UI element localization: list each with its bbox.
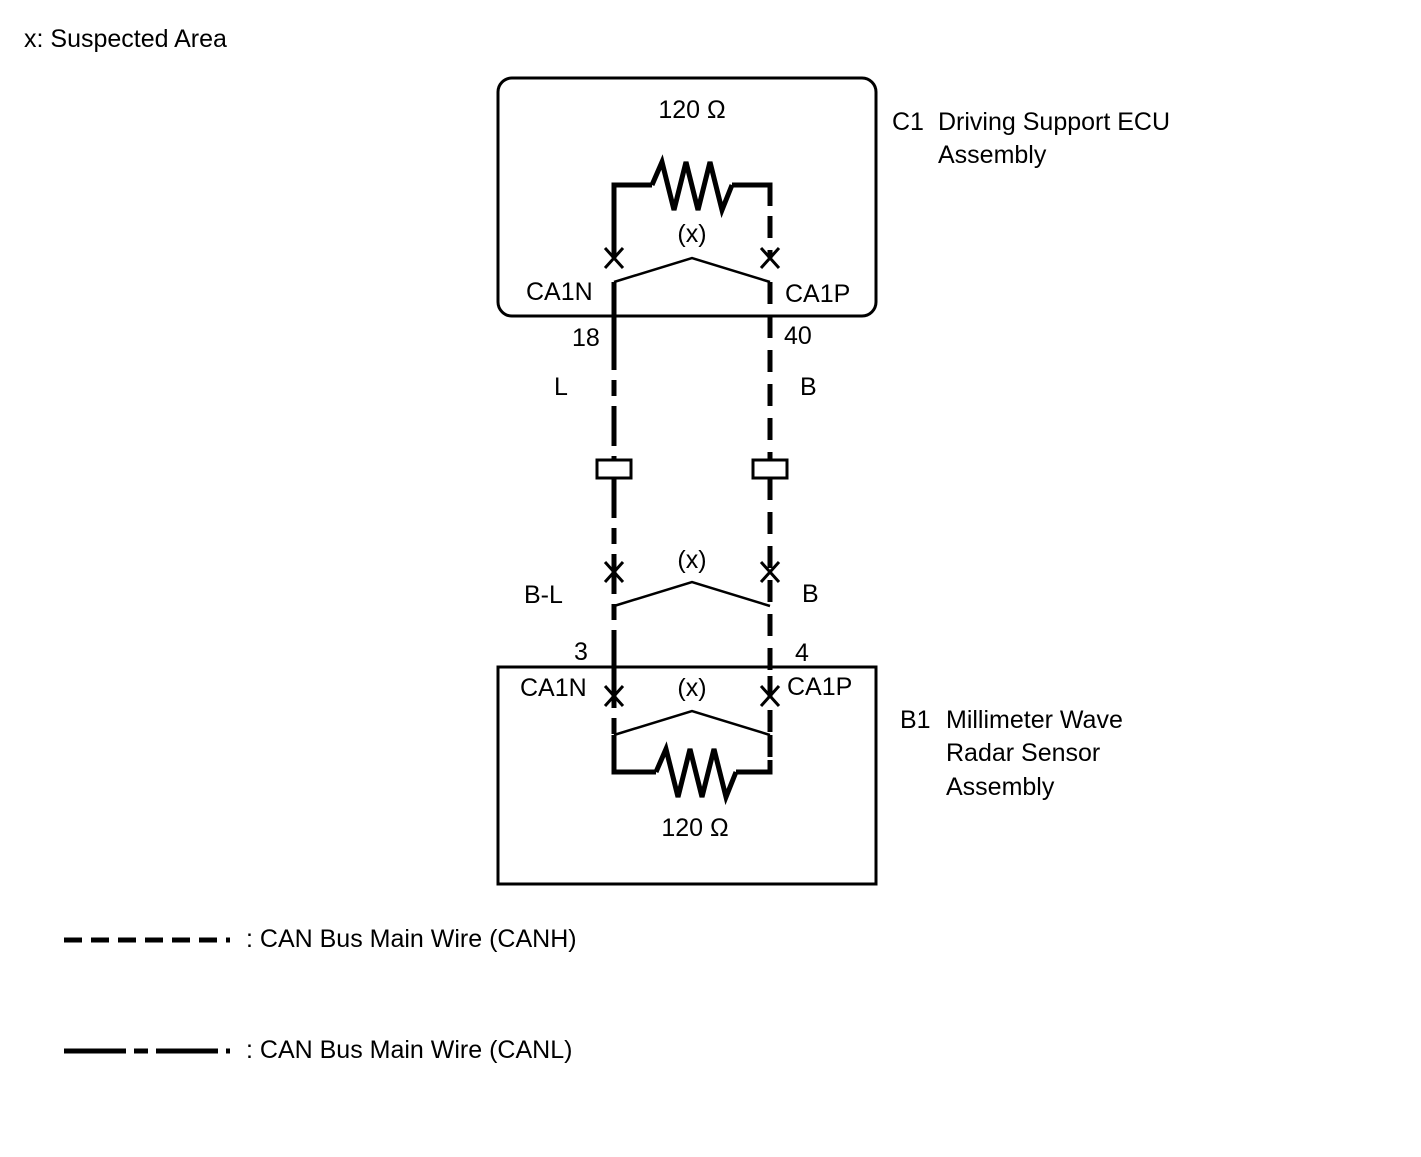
sensor-resistor-right-lead bbox=[736, 760, 773, 775]
wire-color-upper-left: L bbox=[554, 373, 568, 401]
mid-break-x-right-icon bbox=[759, 560, 781, 584]
suspected-area-legend: x: Suspected Area bbox=[24, 25, 227, 53]
ecu-resistor-label: 120 Ω bbox=[658, 96, 725, 124]
sensor-suspect-break-line bbox=[613, 709, 771, 737]
ecu-resistor-right-lead bbox=[732, 182, 773, 206]
radar-sensor-assembly: CA1N CA1P (x) 120 Ω B1 Millimeter Wave R… bbox=[496, 665, 1123, 886]
sensor-pin-right-label: CA1P bbox=[787, 673, 852, 701]
legend-canh-label: : CAN Bus Main Wire (CANH) bbox=[246, 925, 577, 953]
wire-color-lower-left: B-L bbox=[524, 581, 563, 609]
legend-canl-label: : CAN Bus Main Wire (CANL) bbox=[246, 1036, 572, 1064]
canh-inline-connector bbox=[751, 458, 789, 480]
sensor-name-line1: Millimeter Wave bbox=[946, 706, 1123, 734]
ecu-pin-left-number: 18 bbox=[572, 324, 600, 352]
sensor-box bbox=[496, 665, 878, 886]
ecu-code: C1 bbox=[892, 108, 924, 136]
ecu-break-x-right-icon bbox=[759, 246, 781, 270]
sensor-pin-right-number: 4 bbox=[795, 639, 809, 667]
sensor-pin-left-label: CA1N bbox=[520, 674, 587, 702]
ecu-suspect-break-line bbox=[613, 256, 771, 284]
mid-break-x-left-icon bbox=[603, 560, 625, 584]
mid-suspect-break-line bbox=[613, 580, 771, 608]
wire-color-upper-right: B bbox=[800, 373, 817, 401]
ecu-break-x-left-icon bbox=[603, 246, 625, 270]
sensor-name-line3: Assembly bbox=[946, 773, 1055, 801]
wire-color-lower-right: B bbox=[802, 580, 819, 608]
sensor-resistor-icon bbox=[653, 741, 739, 806]
ecu-suspect-label: (x) bbox=[677, 220, 706, 248]
sensor-pin-left-number: 3 bbox=[574, 638, 588, 666]
sensor-code: B1 bbox=[900, 706, 931, 734]
sensor-break-x-right-icon bbox=[759, 684, 781, 708]
ecu-pin-right-label: CA1P bbox=[785, 280, 850, 308]
sensor-break-x-left-icon bbox=[603, 684, 625, 708]
ecu-name-line1: Driving Support ECU bbox=[938, 108, 1170, 136]
sensor-name-line2: Radar Sensor bbox=[946, 739, 1100, 767]
sensor-resistor-left-lead bbox=[611, 735, 656, 775]
mid-suspect-label: (x) bbox=[677, 546, 706, 574]
ecu-pin-left-label: CA1N bbox=[526, 278, 593, 306]
canl-inline-connector bbox=[595, 458, 633, 480]
sensor-suspect-label: (x) bbox=[677, 674, 706, 702]
sensor-resistor-label: 120 Ω bbox=[661, 814, 728, 842]
ecu-box bbox=[496, 76, 878, 318]
ecu-name-line2: Assembly bbox=[938, 141, 1047, 169]
ecu-assembly: 120 Ω (x) CA1N CA1P C1 Driving Support E… bbox=[496, 76, 1170, 318]
wire-legend: : CAN Bus Main Wire (CANH) : CAN Bus Mai… bbox=[64, 925, 577, 1064]
ecu-pin-right-number: 40 bbox=[784, 322, 812, 350]
ecu-resistor-icon bbox=[649, 154, 735, 219]
ecu-resistor-left-lead bbox=[611, 182, 652, 258]
can-main-wires: 18 40 L B (x) B-L B 3 4 bbox=[524, 282, 819, 735]
